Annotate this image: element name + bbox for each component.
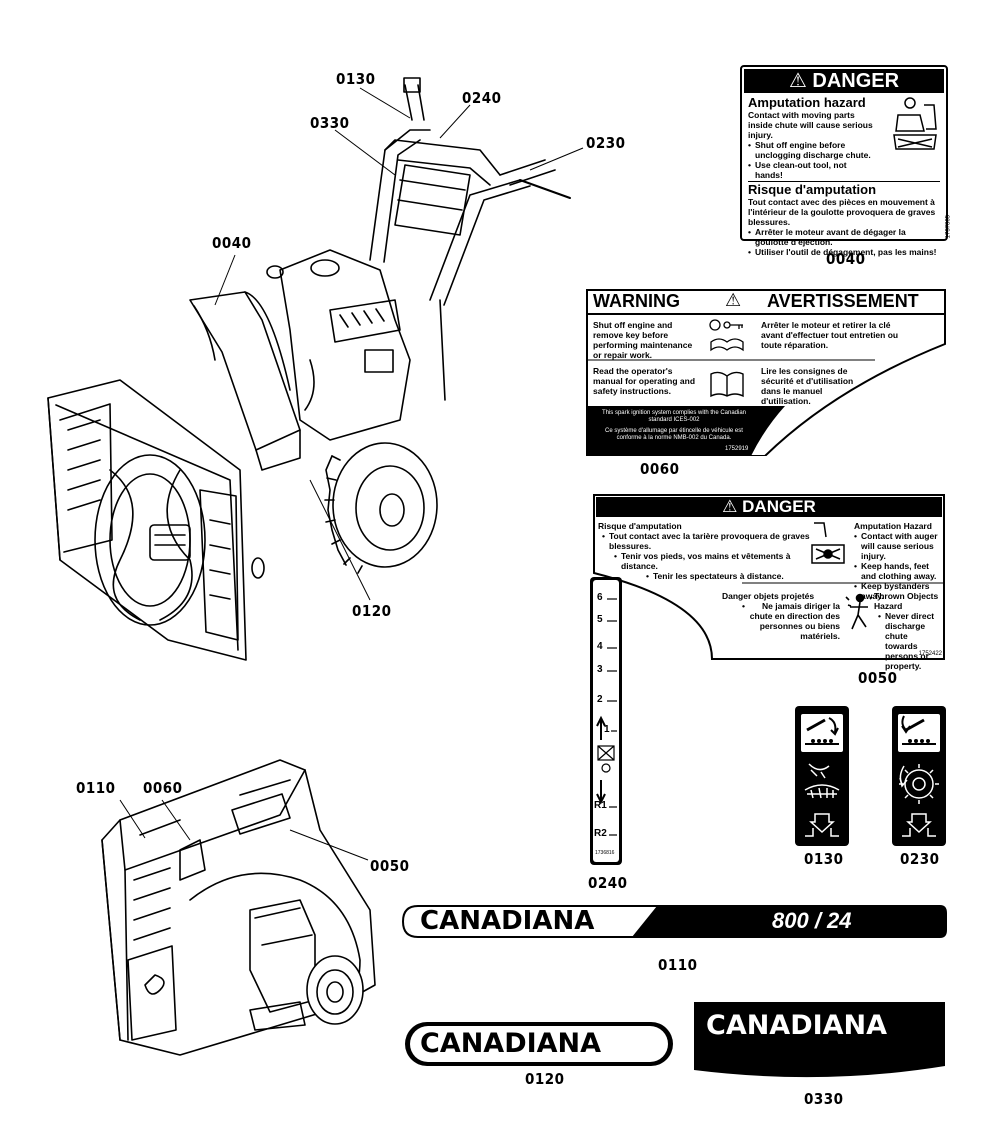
decal-0060-row2-en: Read the operator's manual for operating… xyxy=(593,366,696,396)
decal-0050-fr-bullet-2: Tenir vos pieds, vos mains et vêtements … xyxy=(614,551,812,571)
callout-0110-decal: 0110 xyxy=(658,956,698,974)
key-and-manual-icon xyxy=(709,319,744,352)
decal-0330: CANADIANA xyxy=(692,1000,947,1080)
decal-0050-en-bullet-4: Never direct discharge chute towards per… xyxy=(878,611,942,671)
drive-engage-icons xyxy=(898,714,940,837)
decal-0060-part-number: 1752919 xyxy=(725,446,749,452)
decal-0040-header: ⚠ DANGER xyxy=(744,69,944,93)
speed-label-r2: R2 xyxy=(594,828,607,839)
callout-0060-decal: 0060 xyxy=(640,460,680,478)
decal-0050-fr-bullet-3: Tenir les spectateurs à distance. xyxy=(646,571,812,581)
warning-triangle-icon: ⚠ xyxy=(725,290,742,310)
thrown-objects-icon xyxy=(845,593,873,630)
callout-0120-decal: 0120 xyxy=(525,1070,565,1088)
callout-0330-decal: 0330 xyxy=(804,1090,844,1108)
decal-0330-shape xyxy=(694,1002,945,1078)
auger-hazard-icon xyxy=(811,522,845,564)
decal-0110-brand: CANADIANA xyxy=(420,906,595,936)
decal-0240-part-number: 1736816 xyxy=(595,850,615,856)
decal-0110: CANADIANA 800 / 24 xyxy=(402,905,947,938)
decal-0060-row1-fr: Arrêter le moteur et retirer la clé avan… xyxy=(761,320,899,350)
speed-label-4: 4 xyxy=(597,641,603,652)
decal-0060-row1-en: Shut off engine and remove key before pe… xyxy=(593,320,693,360)
callout-0050-left: 0050 xyxy=(370,857,410,875)
decal-0040-bullet-en-2: Shut off engine before unclogging discha… xyxy=(748,140,876,160)
decal-0060-row2-fr: Lire les consignes de sécurité et d'util… xyxy=(761,366,854,406)
decal-0040-bullet-en-3: Use clean-out tool, not hands! xyxy=(748,160,876,180)
decal-0060-header-en: WARNING xyxy=(593,291,680,311)
operator-manual-icon xyxy=(710,371,744,398)
decal-0050-fr-title2: Danger objets projetés xyxy=(722,591,815,601)
decal-0040-title-fr: Risque d'amputation xyxy=(748,181,940,197)
speed-label-r1: R1 xyxy=(594,800,607,811)
decal-0060-footer-fr: Ce système d'allumage par étincelle de v… xyxy=(605,428,743,441)
decal-0060-shape xyxy=(586,289,946,456)
wheel xyxy=(324,442,438,574)
warning-triangle-icon: ⚠ xyxy=(788,70,807,92)
speed-label-2: 2 xyxy=(597,694,603,705)
callout-0130-top: 0130 xyxy=(336,70,376,88)
auger-housing xyxy=(47,379,265,661)
handle-frame xyxy=(369,77,571,401)
decal-0130 xyxy=(795,706,849,846)
callout-0230-top: 0230 xyxy=(586,134,626,152)
decal-0040-bullet-fr-1: Arrêter le moteur avant de dégager la go… xyxy=(748,227,940,247)
decal-0040-title-en: Amputation hazard xyxy=(748,95,866,110)
decal-0060: WARNING ⚠ AVERTISSEMENT Shut off engine … xyxy=(585,288,947,456)
decal-0050: ⚠ DANGER Risque d'amputation Tout contac… xyxy=(592,493,946,671)
hand-in-chute-icon xyxy=(893,97,937,150)
callout-0240-decal: 0240 xyxy=(588,874,628,892)
decal-0110-shape xyxy=(402,905,947,938)
callout-0050-decal: 0050 xyxy=(858,669,898,687)
speed-label-3: 3 xyxy=(597,664,603,675)
engine xyxy=(266,249,411,441)
callout-0240-top: 0240 xyxy=(462,89,502,107)
decal-0050-fr-bullet-1: Tout contact avec la tarière provoquera … xyxy=(602,531,812,551)
decal-0040-bullet-fr-2: Utiliser l'outil de dégagement, pas les … xyxy=(748,247,940,257)
callout-0330-top: 0330 xyxy=(310,114,350,132)
warning-triangle-icon: ⚠ xyxy=(722,497,738,516)
decal-0040-bullet-en-1: Contact with moving parts inside chute w… xyxy=(748,110,873,140)
decal-0040-part-number: 1737865 xyxy=(945,215,951,239)
callout-0040-decal: 0040 xyxy=(826,250,866,268)
housing-detail xyxy=(101,759,376,1056)
decal-0050-fr-title: Risque d'amputation xyxy=(598,521,682,531)
decal-0050-en-title2: Thrown Objects Hazard xyxy=(874,591,939,611)
decal-0050-en-bullet-3: Keep bystanders away. xyxy=(854,581,942,601)
decal-0330-brand: CANADIANA xyxy=(706,1010,888,1041)
decal-0050-en-bullet-1: Contact with auger will cause serious in… xyxy=(854,531,942,561)
decal-0050-fr-bullet-4: Ne jamais diriger la chute en direction … xyxy=(742,601,840,641)
callout-0230-decal: 0230 xyxy=(900,850,940,868)
decal-0060-header-fr: AVERTISSEMENT xyxy=(767,291,919,311)
decal-0120-brand: CANADIANA xyxy=(420,1028,602,1059)
auger-engage-icons xyxy=(801,714,843,837)
speed-label-6: 6 xyxy=(597,592,603,603)
decal-0040: ⚠ DANGER Amputation hazard Contact with … xyxy=(740,65,951,257)
decal-0050-en-title: Amputation Hazard xyxy=(854,521,932,531)
decal-0240: 6 5 4 3 2 1 R1 R2 xyxy=(590,577,622,865)
speed-label-1: 1 xyxy=(604,724,610,735)
callout-0110-left: 0110 xyxy=(76,779,116,797)
leader-lines xyxy=(119,87,584,861)
decal-0050-en-bullet-2: Keep hands, feet and clothing away. xyxy=(854,561,942,581)
callout-0130-decal: 0130 xyxy=(804,850,844,868)
decal-0050-part-number: 1752422 xyxy=(918,651,942,657)
decal-0040-body-fr: Tout contact avec des pièces en mouvemen… xyxy=(748,197,936,227)
speed-label-5: 5 xyxy=(597,614,603,625)
decal-0060-footer-en: This spark ignition system complies with… xyxy=(601,410,747,423)
callout-0120-left: 0120 xyxy=(352,602,392,620)
decal-0050-header: ⚠ DANGER xyxy=(722,497,816,516)
decal-0240-ticks xyxy=(596,598,617,836)
decal-0120: CANADIANA xyxy=(405,1022,673,1066)
callout-0060-left: 0060 xyxy=(143,779,183,797)
decal-0230 xyxy=(892,706,946,846)
discharge-chute xyxy=(189,291,301,471)
decal-0110-model: 800 / 24 xyxy=(772,908,852,933)
transmission-icon xyxy=(597,745,615,773)
callout-0040-left: 0040 xyxy=(212,234,252,252)
